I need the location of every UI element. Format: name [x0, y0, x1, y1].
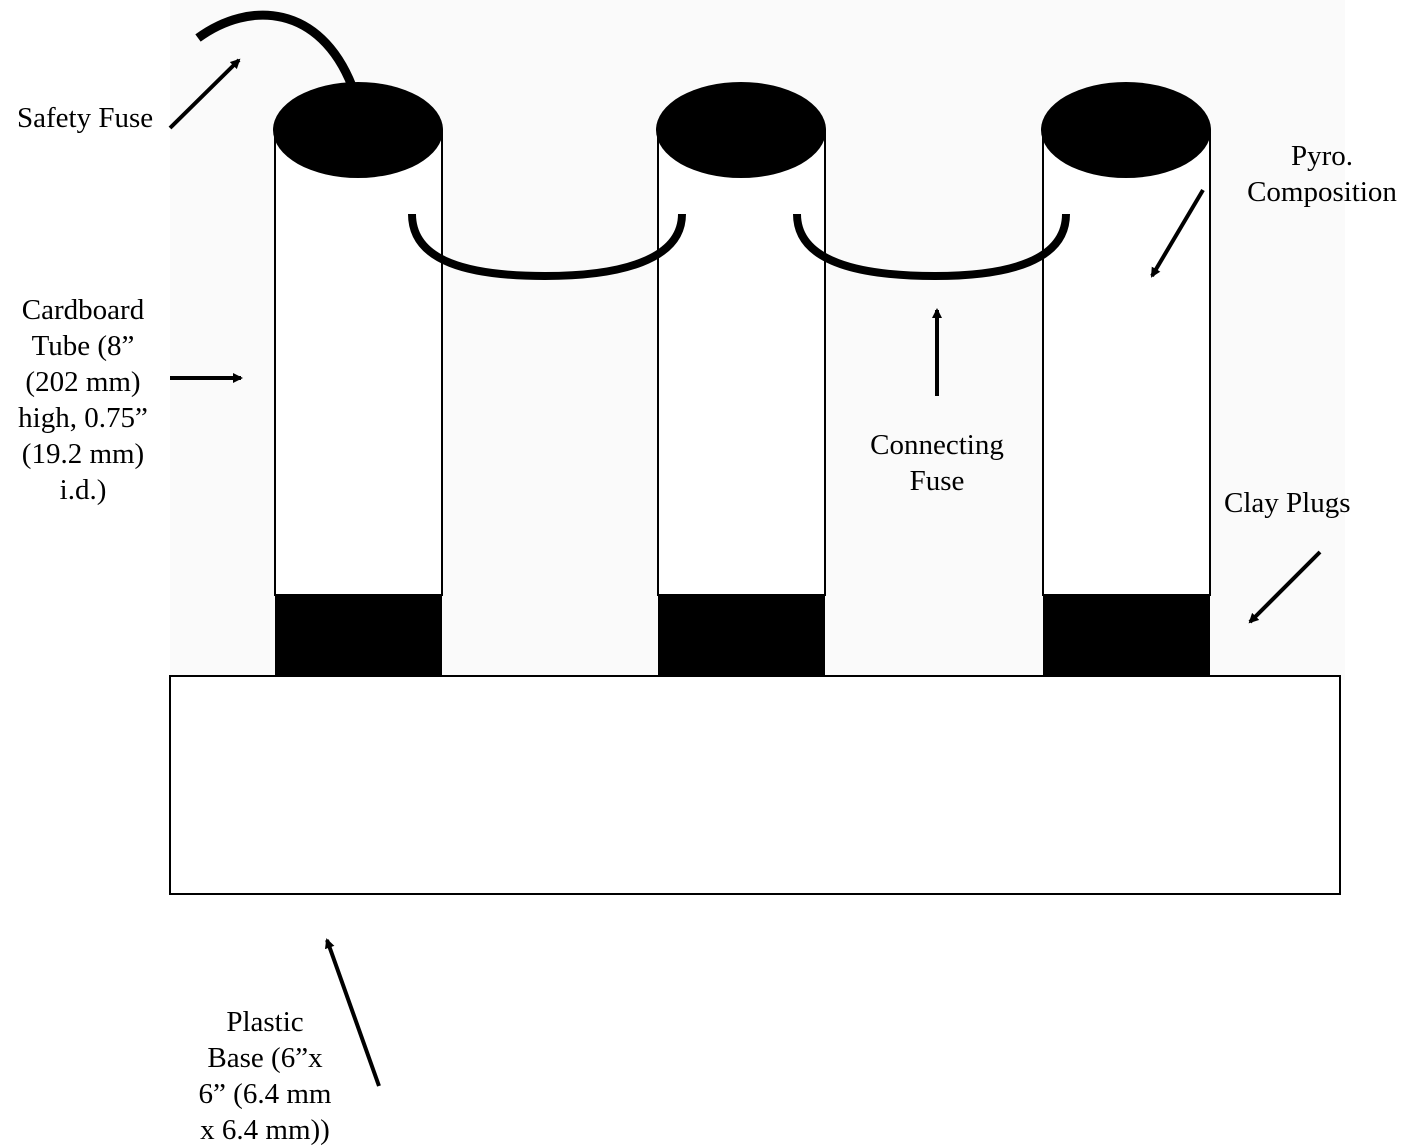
clay-plugs-arrow — [1248, 550, 1322, 624]
label-line: Plastic — [226, 1006, 304, 1038]
pyro-composition-arrow — [1150, 188, 1205, 278]
label-pyro-composition: Pyro. Composition — [1232, 138, 1412, 210]
plastic-base-arrow — [324, 938, 381, 1087]
label-line: i.d.) — [59, 474, 107, 506]
connecting-fuse-right — [793, 213, 1070, 281]
safety-fuse-arrow — [168, 58, 241, 130]
cardboard-tube-right — [1041, 82, 1211, 677]
pyro-composition-middle — [656, 82, 826, 178]
label-line: Base (6”x — [207, 1042, 323, 1074]
label-line: Composition — [1247, 176, 1397, 208]
label-line: Tube (8” — [31, 330, 135, 362]
clay-plug-right — [1043, 595, 1210, 677]
cardboard-tube-middle — [656, 82, 826, 677]
cardboard-tube-left — [273, 82, 443, 677]
label-safety-fuse: Safety Fuse — [17, 102, 154, 134]
label-line: high, 0.75” — [18, 402, 148, 434]
label-clay-plugs: Clay Plugs — [1224, 487, 1351, 519]
label-cardboard-tube: Cardboard Tube (8” (202 mm) high, 0.75” … — [0, 292, 166, 508]
pyro-composition-right — [1041, 82, 1211, 178]
label-line: Fuse — [909, 465, 965, 497]
label-line: Connecting — [870, 429, 1004, 461]
label-plastic-base: Plastic Base (6”x 6” (6.4 mm x 6.4 mm)) — [190, 1004, 340, 1148]
label-line: x 6.4 mm)) — [200, 1114, 330, 1146]
label-line: (19.2 mm) — [21, 438, 145, 470]
label-line: Pyro. — [1290, 140, 1354, 172]
clay-plug-left — [275, 595, 442, 677]
safety-fuse-cord — [195, 10, 357, 88]
label-line: (202 mm) — [25, 366, 141, 398]
plastic-base — [169, 675, 1341, 895]
connecting-fuse-left — [408, 213, 686, 281]
pyro-composition-left — [273, 82, 443, 178]
label-line: Cardboard — [21, 294, 145, 326]
label-connecting-fuse: Connecting Fuse — [846, 427, 1028, 499]
clay-plug-middle — [658, 595, 825, 677]
label-line: 6” (6.4 mm — [198, 1078, 332, 1110]
